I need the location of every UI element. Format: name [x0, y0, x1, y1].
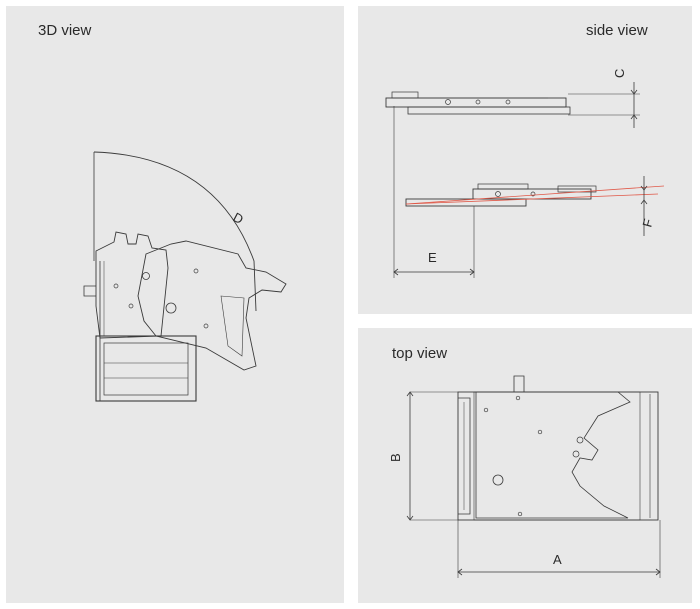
panel-title-side-view: side view	[586, 22, 648, 39]
top-tab	[513, 375, 525, 392]
panel-3d-view: 3D view	[6, 6, 344, 603]
dim-label-e: E	[428, 250, 437, 265]
tilt-line-1	[405, 185, 665, 205]
swing-plate	[137, 240, 287, 371]
top-frame	[457, 391, 659, 521]
panel-title-3d-view: 3D view	[38, 22, 92, 39]
panel-title-top-view: top view	[392, 345, 448, 362]
dim-label-c: C	[612, 69, 627, 78]
dim-label-d: D	[231, 209, 246, 227]
left-bracket	[458, 397, 471, 515]
housing-box	[95, 335, 197, 402]
dim-label-a: A	[553, 552, 562, 567]
inner-plate	[475, 391, 631, 519]
panel-side-view: side view	[358, 6, 692, 314]
dim-label-b: B	[388, 453, 403, 462]
side-tab	[83, 285, 96, 297]
dim-label-f: F	[639, 217, 656, 229]
upper-assembly	[385, 91, 571, 115]
base-plate	[95, 231, 169, 339]
drawing-top-view: B A	[388, 375, 661, 578]
drawing-3d-view: D	[83, 151, 287, 402]
drawing-side-view: C F E	[385, 69, 665, 278]
swing-arc	[93, 151, 257, 312]
panel-top-view: top view	[358, 328, 692, 603]
tilt-line-2	[405, 193, 659, 205]
